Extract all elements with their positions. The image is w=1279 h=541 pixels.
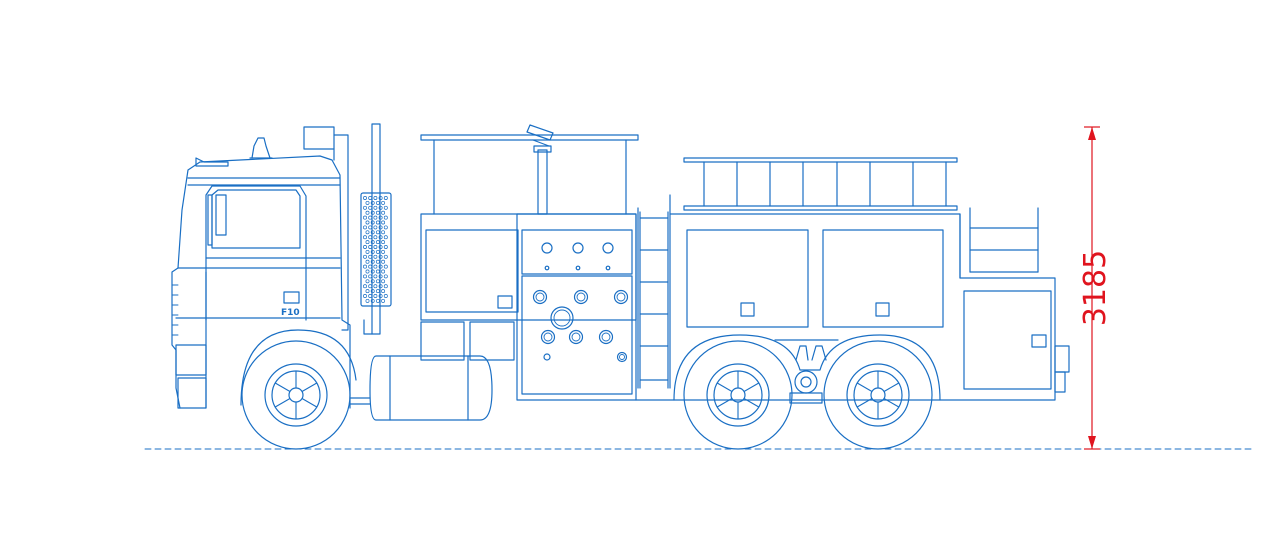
pump-panel-valves [532,242,629,363]
model-badge: F10 [281,308,300,318]
rear-body [635,207,1070,401]
pump-module [420,213,637,401]
front-wheel [241,340,351,450]
fenders [240,329,941,406]
roof-ladder [683,157,958,211]
cab [171,137,351,409]
height-dimension-value: 3185 [1078,250,1113,326]
fuel-tank [349,355,493,421]
rear-wheel-2 [823,340,933,450]
height-dimension: 3185 [1078,126,1113,450]
tandem-suspension [774,339,839,404]
roof-rail-and-monitor [420,124,639,215]
exhaust-heat-shield [360,192,392,307]
side-ladder [637,194,671,389]
rear-wheel-1 [683,340,793,450]
